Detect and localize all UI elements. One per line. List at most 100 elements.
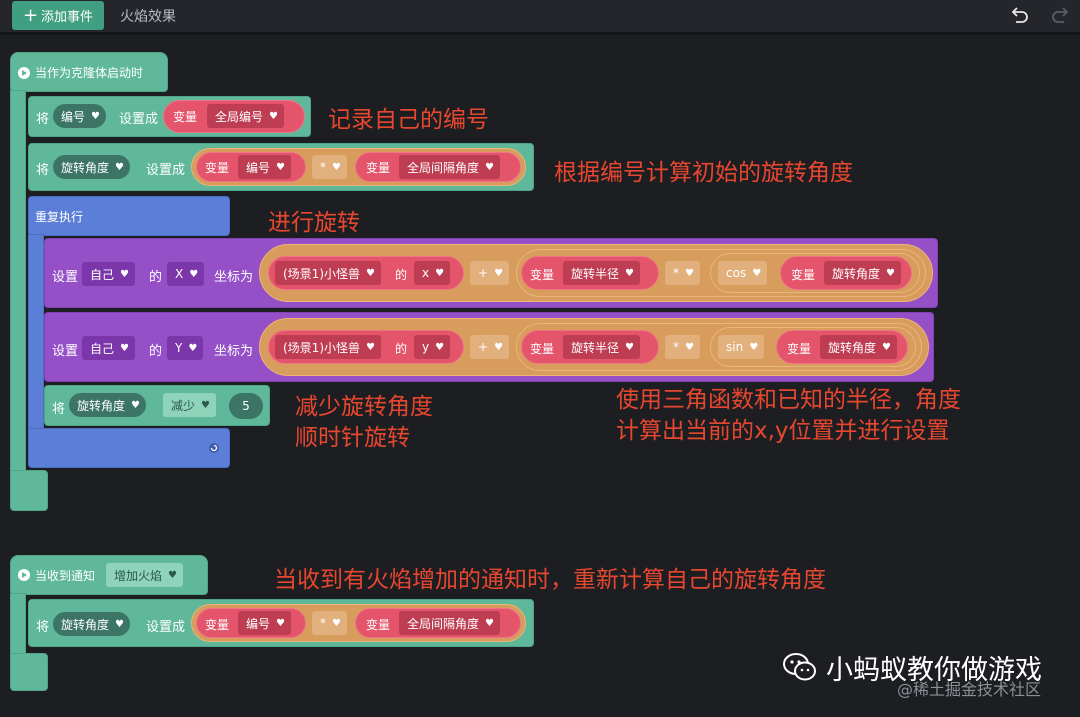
heart-dropdown-icon: ♥ [485, 161, 494, 173]
variable-dropdown[interactable]: 旋转角度♥ [53, 155, 130, 179]
variable-dropdown[interactable]: 旋转角度♥ [69, 393, 146, 417]
object-dropdown[interactable]: 自己 ♥ [82, 336, 135, 360]
watermark-sub: @稀土掘金技术社区 [897, 680, 1042, 699]
operator-dropdown[interactable]: *♥ [665, 261, 700, 285]
of-label: 的 [395, 268, 408, 282]
set-prefix: 将 [36, 620, 50, 635]
script-title: 火焰效果 [120, 9, 176, 25]
property-dropdown[interactable]: x♥ [414, 261, 451, 285]
set-prefix: 设置 [52, 344, 79, 359]
variable-name: 旋转角度 [61, 617, 110, 632]
of-label: 的 [149, 344, 163, 359]
math-function-dropdown[interactable]: cos ♥ [718, 261, 768, 285]
operator-dropdown[interactable]: +♥ [470, 335, 510, 359]
operator-symbol: + [478, 266, 489, 280]
global-variable-name: 全局间隔角度 [407, 160, 480, 175]
annotation-decrease-angle: 减少旋转角度 顺时针旋转 [295, 392, 433, 454]
change-action-dropdown[interactable]: 减少♥ [163, 393, 216, 417]
annotation-line: 顺时针旋转 [295, 425, 410, 451]
global-variable-name: 全局编号 [215, 109, 264, 124]
heart-dropdown-icon: ♥ [886, 267, 895, 279]
repeat-label: 重复执行 [35, 210, 84, 224]
annotation-line: 计算出当前的x,y位置并进行设置 [616, 418, 950, 444]
operator-dropdown[interactable]: *♥ [665, 335, 700, 359]
variable-keyword: 变量 [530, 268, 555, 282]
global-variable-dropdown[interactable]: 全局间隔角度♥ [399, 611, 500, 635]
variable-name: 编号 [246, 616, 271, 631]
operator-symbol: * [673, 340, 679, 354]
set-prefix: 设置 [52, 270, 79, 285]
message-dropdown[interactable]: 增加火焰♥ [106, 563, 183, 587]
operator-dropdown[interactable]: *♥ [312, 155, 347, 179]
set-to-label: 设置成 [146, 620, 186, 635]
heart-dropdown-icon: ♥ [749, 341, 759, 353]
global-variable-dropdown[interactable]: 全局间隔角度 ♥ [399, 155, 500, 179]
change-amount-input[interactable]: 5 [229, 393, 263, 419]
set-to-label: 设置成 [119, 112, 159, 127]
variable-keyword: 变量 [791, 268, 816, 282]
variable-keyword: 变量 [205, 161, 230, 175]
variable-dropdown[interactable]: 编号♥ [53, 104, 106, 128]
function-name: cos [726, 266, 747, 280]
operator-symbol: * [673, 266, 679, 280]
repeat-spine [28, 234, 44, 430]
heart-dropdown-icon: ♥ [189, 268, 199, 280]
hat-spine [10, 593, 26, 655]
global-variable-name: 全局间隔角度 [407, 616, 480, 631]
hat-label: 当作为克隆体启动时 [35, 66, 144, 80]
heart-dropdown-icon: ♥ [269, 110, 278, 122]
variable-name-dropdown[interactable]: 旋转半径♥ [563, 261, 640, 285]
operator-symbol: * [320, 160, 326, 174]
heart-dropdown-icon: ♥ [91, 110, 100, 122]
variable-dropdown[interactable]: 旋转角度 ♥ [53, 612, 130, 636]
axis-dropdown[interactable]: X♥ [167, 262, 205, 286]
variable-name-dropdown[interactable]: 旋转角度♥ [824, 261, 901, 285]
property-name: x [422, 266, 430, 280]
heart-dropdown-icon: ♥ [115, 618, 124, 630]
property-dropdown[interactable]: y♥ [414, 335, 451, 359]
sprite-dropdown[interactable]: (场景1)小怪兽♥ [275, 261, 381, 285]
add-event-button[interactable]: + 添加事件 [12, 1, 104, 30]
variable-name-dropdown[interactable]: 编号♥ [238, 611, 291, 635]
heart-dropdown-icon: ♥ [276, 161, 285, 173]
loop-arrow-icon [209, 443, 219, 453]
variable-name-dropdown[interactable]: 旋转半径♥ [563, 335, 640, 359]
annotation-line: 使用三角函数和已知的半径，角度 [616, 387, 961, 413]
sprite-name: (场景1)小怪兽 [283, 340, 360, 355]
math-function-dropdown[interactable]: sin♥ [718, 335, 765, 359]
play-icon [18, 569, 30, 581]
heart-dropdown-icon: ♥ [494, 267, 504, 279]
heart-dropdown-icon: ♥ [752, 267, 762, 279]
hat-label: 当收到通知 [35, 569, 96, 583]
object-name: 自己 [90, 341, 115, 356]
heart-dropdown-icon: ♥ [188, 342, 198, 354]
global-variable-dropdown[interactable]: 全局编号 ♥ [207, 104, 284, 128]
heart-dropdown-icon: ♥ [168, 569, 177, 581]
variable-keyword: 变量 [366, 161, 391, 175]
repeat-forever-block[interactable] [28, 196, 230, 236]
hat-footer [10, 470, 48, 511]
when-cloned-hat-block[interactable] [10, 52, 168, 92]
variable-name: 编号 [246, 160, 271, 175]
heart-dropdown-icon: ♥ [201, 399, 210, 411]
sprite-dropdown[interactable]: (场景1)小怪兽♥ [275, 335, 381, 359]
undo-icon[interactable] [1008, 4, 1030, 26]
annotation-record-id: 记录自己的编号 [328, 107, 489, 133]
redo-icon[interactable] [1050, 4, 1072, 26]
axis-dropdown[interactable]: Y♥ [167, 336, 204, 360]
operator-dropdown[interactable]: +♥ [470, 261, 510, 285]
axis-name: Y [175, 341, 183, 355]
watermark-title: 小蚂蚁教你做游戏 [826, 655, 1042, 686]
operator-dropdown[interactable]: *♥ [312, 611, 347, 635]
annotation-initial-angle: 根据编号计算初始的旋转角度 [554, 160, 853, 186]
heart-dropdown-icon: ♥ [625, 267, 634, 279]
change-prefix: 将 [52, 402, 66, 417]
toolbar-divider [0, 32, 1080, 35]
variable-name: 旋转半径 [571, 340, 620, 355]
annotation-line: 减少旋转角度 [295, 394, 433, 420]
variable-name-dropdown[interactable]: 旋转角度♥ [820, 335, 897, 359]
object-dropdown[interactable]: 自己♥ [82, 262, 135, 286]
set-to-label: 设置成 [146, 163, 186, 178]
heart-dropdown-icon: ♥ [120, 342, 129, 354]
variable-name-dropdown[interactable]: 编号 ♥ [238, 155, 291, 179]
